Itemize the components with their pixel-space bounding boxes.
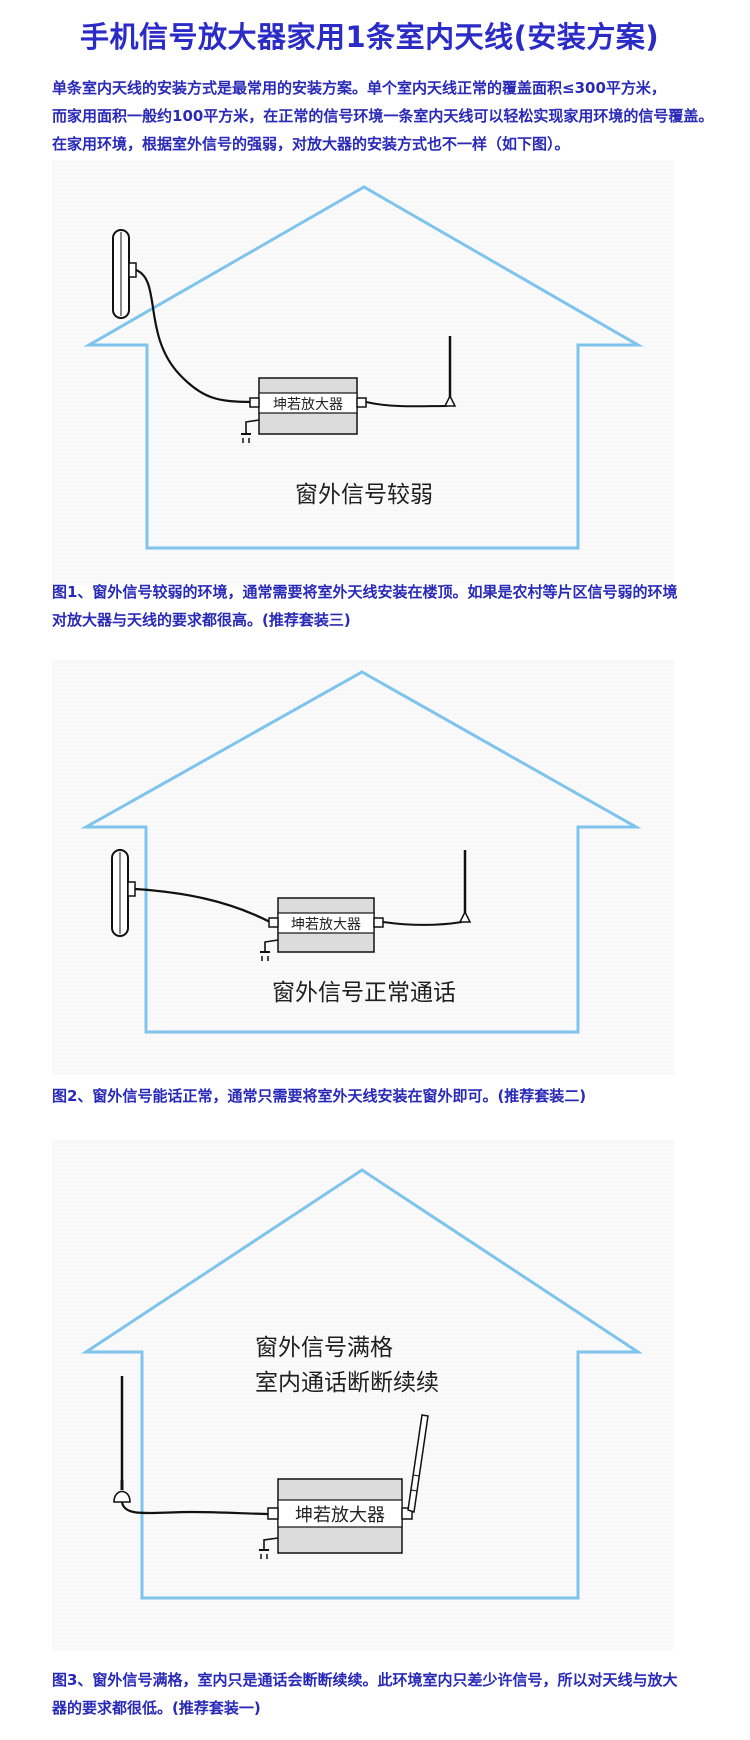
whip-antenna-icon bbox=[113, 1376, 131, 1503]
connector-icon bbox=[373, 917, 384, 928]
amplifier-label: 坤若放大器 bbox=[295, 1505, 385, 1526]
cable bbox=[382, 921, 463, 926]
rubber-duck-antenna-icon bbox=[407, 1414, 429, 1513]
cable bbox=[120, 1501, 271, 1516]
scene-caption: 窗外信号较弱 bbox=[295, 482, 433, 508]
connector-icon bbox=[401, 1507, 413, 1520]
whip-antenna-icon bbox=[443, 336, 457, 407]
caption-line: 图1、窗外信号较弱的环境，通常需要将室外天线安装在楼顶。如果是农村等片区信号弱的… bbox=[52, 583, 678, 601]
figure-2-diagram: 坤若放大器 窗外信号正常通话 bbox=[80, 670, 642, 1034]
power-plug-icon bbox=[259, 1537, 279, 1559]
figure-3-panel: 窗外信号满格 室内通话断断续续 坤若放大器 bbox=[52, 1140, 674, 1650]
amplifier-box bbox=[267, 1478, 413, 1554]
figure-1-panel: 坤若放大器 窗外信号较弱 bbox=[52, 160, 674, 585]
scene-caption-line: 室内通话断断续续 bbox=[255, 1370, 439, 1396]
figure-1-diagram: 坤若放大器 窗外信号较弱 bbox=[83, 185, 644, 550]
power-plug-icon bbox=[260, 939, 279, 961]
caption-line: 对放大器与天线的要求都很高。(推荐套装三) bbox=[52, 611, 351, 629]
caption-line: 器的要求都很低。(推荐套装一) bbox=[52, 1699, 261, 1717]
amplifier-box bbox=[249, 377, 367, 435]
power-plug-icon bbox=[241, 419, 260, 443]
page-title: 手机信号放大器家用1条室内天线(安装方案) bbox=[80, 20, 660, 54]
cable bbox=[365, 401, 448, 408]
intro-line: 而家用面积一般约100平方米，在正常的信号环境一条室内天线可以轻松实现家用环境的… bbox=[52, 107, 714, 125]
panel-antenna-icon bbox=[112, 229, 137, 319]
figure-1-caption: 图1、窗外信号较弱的环境，通常需要将室外天线安装在楼顶。如果是农村等片区信号弱的… bbox=[52, 578, 742, 634]
intro-line: 单条室内天线的安装方式是最常用的安装方案。单个室内天线正常的覆盖面积≤300平方… bbox=[52, 79, 666, 97]
caption-line: 图3、窗外信号满格，室内只是通话会断断续续。此环境室内只差少许信号，所以对天线与… bbox=[52, 1671, 678, 1689]
figure-3-diagram: 窗外信号满格 室内通话断断续续 坤若放大器 bbox=[81, 1168, 643, 1600]
figure-2-caption: 图2、窗外信号能话正常，通常只需要将室外天线安装在窗外即可。(推荐套装二) bbox=[52, 1082, 742, 1110]
scene-caption-line: 窗外信号满格 bbox=[255, 1335, 393, 1361]
house-outline bbox=[81, 1168, 643, 1600]
house-outline bbox=[83, 185, 644, 550]
intro-line: 在家用环境，根据室外信号的强弱，对放大器的安装方式也不一样（如下图）。 bbox=[52, 135, 570, 153]
amplifier-box bbox=[268, 897, 384, 953]
cable bbox=[135, 268, 253, 404]
intro-paragraph: 单条室内天线的安装方式是最常用的安装方案。单个室内天线正常的覆盖面积≤300平方… bbox=[52, 74, 742, 158]
amplifier-label: 坤若放大器 bbox=[273, 397, 343, 413]
whip-antenna-icon bbox=[458, 850, 472, 923]
scene-caption: 窗外信号正常通话 bbox=[272, 980, 456, 1006]
figure-3-caption: 图3、窗外信号满格，室内只是通话会断断续续。此环境室内只差少许信号，所以对天线与… bbox=[52, 1666, 742, 1722]
connector-icon bbox=[268, 917, 279, 928]
connector-icon bbox=[267, 1507, 279, 1520]
panel-antenna-icon bbox=[111, 849, 136, 937]
connector-icon bbox=[356, 397, 367, 408]
caption-line: 图2、窗外信号能话正常，通常只需要将室外天线安装在窗外即可。(推荐套装二) bbox=[52, 1087, 587, 1105]
house-outline bbox=[80, 670, 642, 1034]
amplifier-label: 坤若放大器 bbox=[291, 917, 361, 933]
cable bbox=[134, 887, 271, 923]
figure-2-panel: 坤若放大器 窗外信号正常通话 bbox=[52, 660, 674, 1075]
connector-icon bbox=[249, 397, 260, 408]
